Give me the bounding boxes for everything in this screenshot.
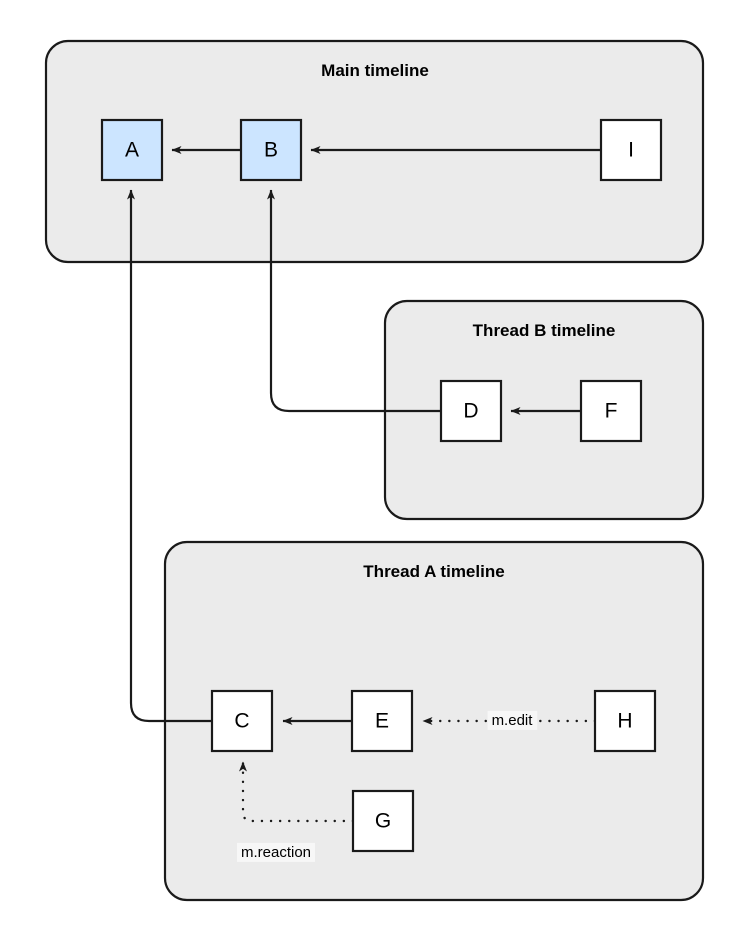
node-label: A xyxy=(125,139,139,162)
edges xyxy=(127,146,601,823)
edge-label-G-to-C: m.reaction xyxy=(241,844,311,861)
edge-C-to-A xyxy=(127,189,212,723)
timeline-group-main-timeline: Main timeline xyxy=(44,39,705,264)
node-box[interactable] xyxy=(593,689,657,753)
edge-label-H-to-E: m.edit xyxy=(492,712,534,729)
event-node-H[interactable]: H xyxy=(593,689,657,753)
event-node-G[interactable]: G xyxy=(351,789,415,853)
group-title: Thread B timeline xyxy=(473,321,616,340)
event-node-D[interactable]: D xyxy=(439,379,503,443)
nodes: A B I D F C E H G xyxy=(100,118,663,853)
node-label: H xyxy=(617,710,632,733)
node-box[interactable] xyxy=(599,118,663,182)
node-label: B xyxy=(264,139,278,162)
edge-G-to-C xyxy=(239,760,355,823)
group-box xyxy=(44,39,705,264)
node-box[interactable] xyxy=(239,118,303,182)
node-label: E xyxy=(375,710,389,733)
edge-label-halo xyxy=(236,842,316,862)
node-box[interactable] xyxy=(579,379,643,443)
event-node-E[interactable]: E xyxy=(350,689,414,753)
event-node-I[interactable]: I xyxy=(599,118,663,182)
node-label: D xyxy=(463,400,478,423)
event-node-F[interactable]: F xyxy=(579,379,643,443)
node-box[interactable] xyxy=(350,689,414,753)
node-label: I xyxy=(628,139,634,162)
group-title: Main timeline xyxy=(321,61,429,80)
event-node-A[interactable]: A xyxy=(100,118,164,182)
node-box[interactable] xyxy=(351,789,415,853)
node-label: F xyxy=(605,400,618,423)
node-box[interactable] xyxy=(100,118,164,182)
event-node-B[interactable]: B xyxy=(239,118,303,182)
group-title: Thread A timeline xyxy=(363,562,504,581)
node-label: C xyxy=(234,710,249,733)
node-box[interactable] xyxy=(210,689,274,753)
event-node-C[interactable]: C xyxy=(210,689,274,753)
node-box[interactable] xyxy=(439,379,503,443)
node-label: G xyxy=(375,810,391,833)
edge-D-to-B xyxy=(267,189,441,413)
edge-label-halo xyxy=(487,710,538,730)
edge-labels: m.edit m.reaction xyxy=(236,710,538,862)
